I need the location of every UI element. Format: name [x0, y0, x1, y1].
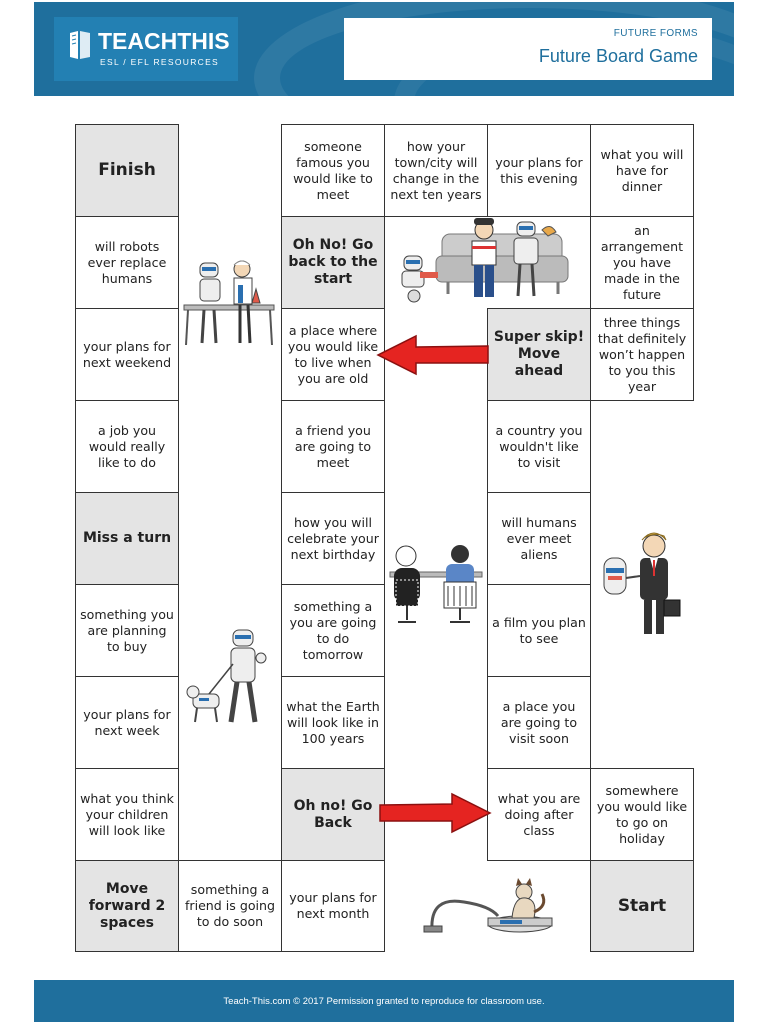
start-cell[interactable]: Start: [590, 860, 694, 952]
page-title: Future Board Game: [538, 46, 698, 66]
miss-turn-cell[interactable]: Miss a turn: [75, 492, 179, 585]
category-label: FUTURE FORMS: [613, 28, 698, 39]
book-icon: [70, 31, 90, 59]
left-arrow-icon: [376, 334, 489, 376]
board-cell[interactable]: what you are doing after class: [487, 768, 591, 861]
oh-no-start-cell[interactable]: Oh No! Go back to the start: [281, 216, 385, 309]
board-cell[interactable]: your plans for next month: [281, 860, 385, 952]
board-cell[interactable]: your plans for this evening: [487, 124, 591, 217]
board-cell[interactable]: a country you wouldn't like to visit: [487, 400, 591, 493]
move-forward-cell[interactable]: Move forward 2 spaces: [75, 860, 179, 952]
board-cell[interactable]: something you are planning to buy: [75, 584, 179, 677]
businessman-robot-illustration: [603, 532, 681, 634]
board-cell[interactable]: someone famous you would like to meet: [281, 124, 385, 217]
board-cell[interactable]: your plans for next weekend: [75, 308, 179, 401]
logo-subtitle: ESL / EFL RESOURCES: [100, 57, 220, 67]
board-cell[interactable]: somewhere you would like to go on holida…: [590, 768, 694, 861]
finish-cell[interactable]: Finish: [75, 124, 179, 217]
board-cell[interactable]: a place you are going to visit soon: [487, 676, 591, 769]
right-arrow-icon: [379, 792, 492, 834]
robot-dog-walk-illustration: [186, 629, 267, 723]
couch-robot-illustration: [401, 218, 569, 303]
header-banner: TEACHTHIS ESL / EFL RESOURCES FUTURE FOR…: [34, 2, 734, 96]
board-cell[interactable]: a film you plan to see: [487, 584, 591, 677]
teachthis-logo[interactable]: TEACHTHIS ESL / EFL RESOURCES: [54, 17, 238, 81]
board-cell[interactable]: something a you are going to do tomorrow: [281, 584, 385, 677]
logo-title: TEACHTHIS: [98, 28, 230, 54]
board-cell[interactable]: three things that definitely won’t happe…: [590, 308, 694, 401]
board-cell[interactable]: a job you would really like to do: [75, 400, 179, 493]
robot-vacuum-cat-illustration: [423, 878, 553, 933]
board-cell[interactable]: how you will celebrate your next birthda…: [281, 492, 385, 585]
board-cell[interactable]: a place where you would like to live whe…: [281, 308, 385, 401]
board-cell[interactable]: an arrangement you have made in the futu…: [590, 216, 694, 309]
robot-scientist-illustration: [183, 260, 275, 346]
board-cell[interactable]: how your town/city will change in the ne…: [384, 124, 488, 217]
title-box: FUTURE FORMS Future Board Game: [344, 18, 712, 80]
super-skip-cell[interactable]: Super skip! Move ahead: [487, 308, 591, 401]
footer: Teach-This.com © 2017 Permission granted…: [34, 980, 734, 1022]
board-cell[interactable]: a friend you are going to meet: [281, 400, 385, 493]
board-cell[interactable]: what you will have for dinner: [590, 124, 694, 217]
copyright-text: Teach-This.com © 2017 Permission granted…: [223, 995, 545, 1007]
board-cell[interactable]: will humans ever meet aliens: [487, 492, 591, 585]
board-cell[interactable]: your plans for next week: [75, 676, 179, 769]
board-cell[interactable]: will robots ever replace humans: [75, 216, 179, 309]
board-cell[interactable]: what the Earth will look like in 100 yea…: [281, 676, 385, 769]
oh-no-back-cell[interactable]: Oh no! Go Back: [281, 768, 385, 861]
board-cell[interactable]: what you think your children will look l…: [75, 768, 179, 861]
board-cell[interactable]: something a friend is going to do soon: [178, 860, 282, 952]
desk-people-illustration: [389, 545, 483, 623]
